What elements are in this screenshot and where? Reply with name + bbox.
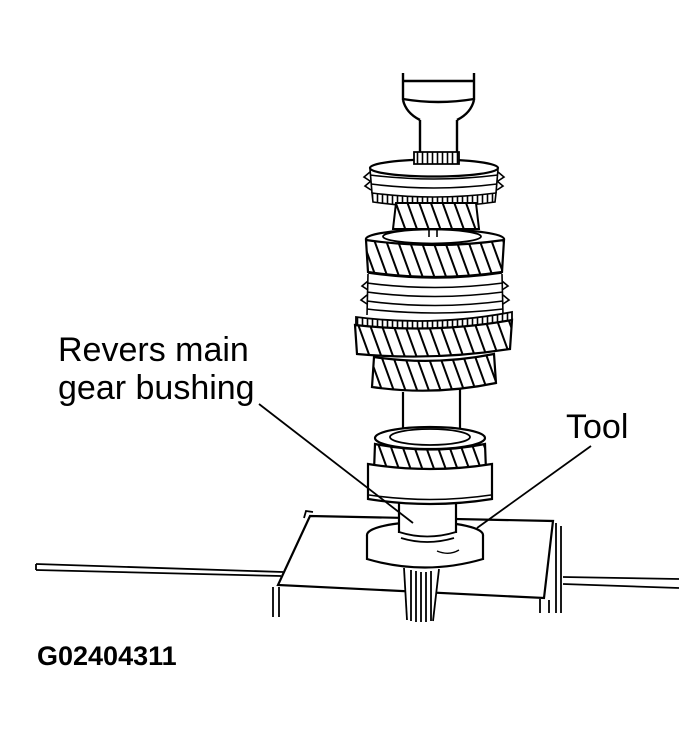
gear-stack (353, 151, 514, 506)
press-bed (35, 509, 679, 617)
press-bed-right-edge-tab (555, 523, 562, 613)
tool-leader-line (476, 445, 592, 529)
reverse-main-gear-bushing (397, 498, 460, 554)
reverse-gear-bore (389, 428, 471, 446)
helical-gear-large (364, 238, 506, 279)
synchro-grooves (359, 272, 511, 316)
bushing-label-line1: Revers main (58, 331, 249, 369)
tool-hole-edge (436, 549, 460, 554)
mainshaft (401, 388, 462, 429)
top-disc-ridges (362, 168, 506, 194)
bushing-label: Revers main gear bushing (58, 331, 258, 407)
helical-gear-4 (370, 352, 498, 392)
gear2-bore (382, 228, 482, 245)
reverse-gear-flange (366, 462, 494, 506)
splined-shaft-bottom (403, 567, 440, 622)
gear2-bore-splines (428, 230, 438, 237)
tool-label: Tool (566, 408, 628, 446)
helical-gear-small (391, 202, 481, 230)
left-rail (35, 563, 284, 577)
bushing-leader-line (258, 403, 414, 524)
press-bed-left-edge-tab (272, 587, 280, 617)
press-bed-corner-notch (303, 509, 314, 519)
figure-id: G02404311 (37, 641, 177, 671)
tool-disc-body (365, 535, 485, 569)
helical-gear-3 (353, 318, 514, 358)
tool-disc (365, 520, 485, 569)
press-ram (401, 73, 476, 154)
right-rail (562, 576, 679, 589)
bushing-label-line2: gear bushing (58, 369, 255, 407)
press-bed-step-notch (539, 599, 550, 613)
splined-collar (413, 151, 460, 165)
